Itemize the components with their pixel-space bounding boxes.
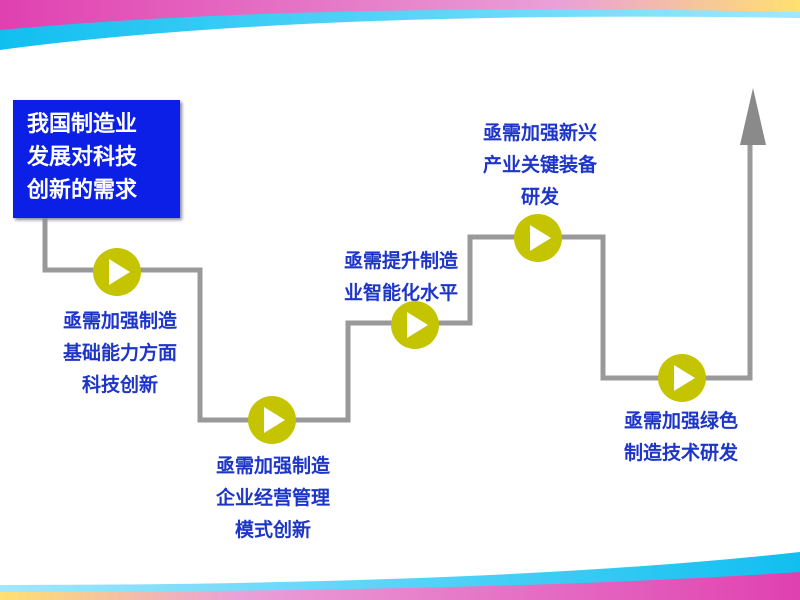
step-label-1: 亟需加强制造基础能力方面科技创新	[45, 305, 195, 401]
title-line: 发展对科技	[27, 145, 138, 170]
step-label-5: 亟需加强绿色制造技术研发	[606, 405, 756, 469]
step-label-3: 亟需提升制造业智能化水平	[326, 245, 476, 309]
play-node-icon-3	[391, 301, 439, 349]
play-node-icon-4	[514, 214, 562, 262]
step-label-line: 研发	[520, 186, 559, 208]
play-node-icon-5	[658, 354, 706, 402]
step-label-line: 亟需加强制造	[215, 455, 330, 477]
title-line: 创新的需求	[27, 178, 138, 203]
step-label-line: 科技创新	[81, 374, 158, 396]
bottom-wave	[0, 552, 800, 600]
step-label-line: 产业关键装备	[482, 154, 597, 176]
up-arrow-head	[740, 88, 766, 145]
step-label-line: 模式创新	[234, 519, 311, 541]
step-label-line: 制造技术研发	[623, 442, 738, 464]
step-label-line: 业智能化水平	[343, 282, 458, 304]
step-label-line: 企业经营管理	[215, 487, 330, 509]
step-label-line: 亟需加强新兴	[482, 122, 597, 144]
top-wave	[0, 0, 800, 50]
step-label-4: 亟需加强新兴产业关键装备研发	[465, 117, 615, 213]
play-node-icon-1	[93, 248, 141, 296]
step-label-line: 亟需加强制造	[62, 310, 177, 332]
play-node-icon-2	[248, 396, 296, 444]
step-label-line: 亟需提升制造	[343, 250, 458, 272]
step-label-line: 基础能力方面	[62, 342, 177, 364]
title-box: 我国制造业 发展对科技 创新的需求	[13, 100, 180, 218]
step-label-line: 亟需加强绿色	[623, 410, 738, 432]
title-line: 我国制造业	[27, 112, 138, 137]
step-label-2: 亟需加强制造企业经营管理模式创新	[198, 450, 348, 546]
